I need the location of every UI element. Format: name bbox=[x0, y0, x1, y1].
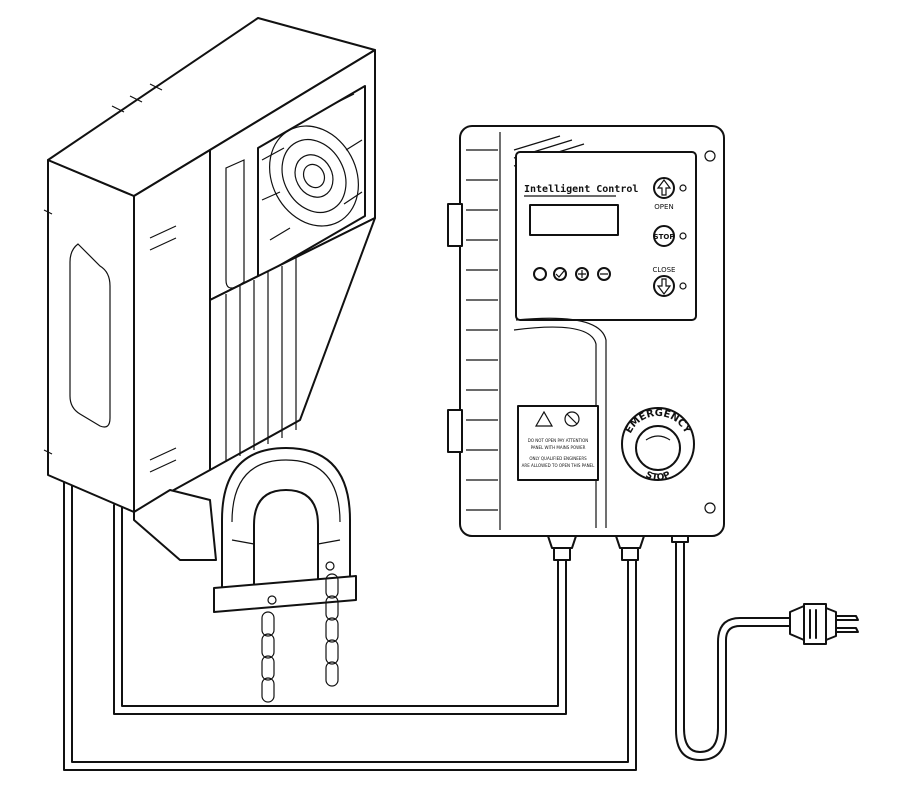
warning-line-4: ARE ALLOWED TO OPEN THIS PANEL bbox=[522, 463, 595, 468]
warning-triangle-icon bbox=[534, 410, 554, 427]
chain-guard bbox=[213, 447, 357, 613]
motor-unit bbox=[43, 17, 376, 561]
open-button[interactable] bbox=[653, 177, 675, 199]
open-label: OPEN bbox=[654, 203, 673, 211]
warning-line-1: DO NOT OPEN PAY ATTENTION bbox=[528, 438, 589, 443]
back-button[interactable] bbox=[533, 267, 547, 281]
lcd-display bbox=[529, 204, 619, 236]
close-button[interactable] bbox=[653, 275, 675, 297]
stop-label: STOP bbox=[654, 233, 675, 241]
open-led bbox=[679, 184, 687, 192]
control-box bbox=[447, 125, 725, 561]
panel-title: Intelligent Control bbox=[524, 183, 638, 195]
power-plug-icon bbox=[789, 603, 859, 645]
arrow-down-icon bbox=[656, 278, 672, 295]
confirm-button[interactable] bbox=[553, 267, 567, 281]
stop-button[interactable] bbox=[653, 225, 675, 247]
chain-left bbox=[261, 611, 275, 703]
warning-label bbox=[517, 405, 599, 481]
close-label: CLOSE bbox=[653, 266, 676, 274]
close-led bbox=[679, 282, 687, 290]
cables bbox=[63, 477, 791, 771]
warning-line-3: ONLY QUALIFIED ENGINEERS bbox=[529, 456, 587, 461]
chain-right bbox=[325, 573, 339, 687]
stop-led bbox=[679, 232, 687, 240]
arrow-up-icon bbox=[656, 179, 672, 196]
warning-line-2: PANEL WITH MAINS POWER bbox=[531, 445, 586, 450]
no-entry-icon bbox=[564, 411, 580, 427]
